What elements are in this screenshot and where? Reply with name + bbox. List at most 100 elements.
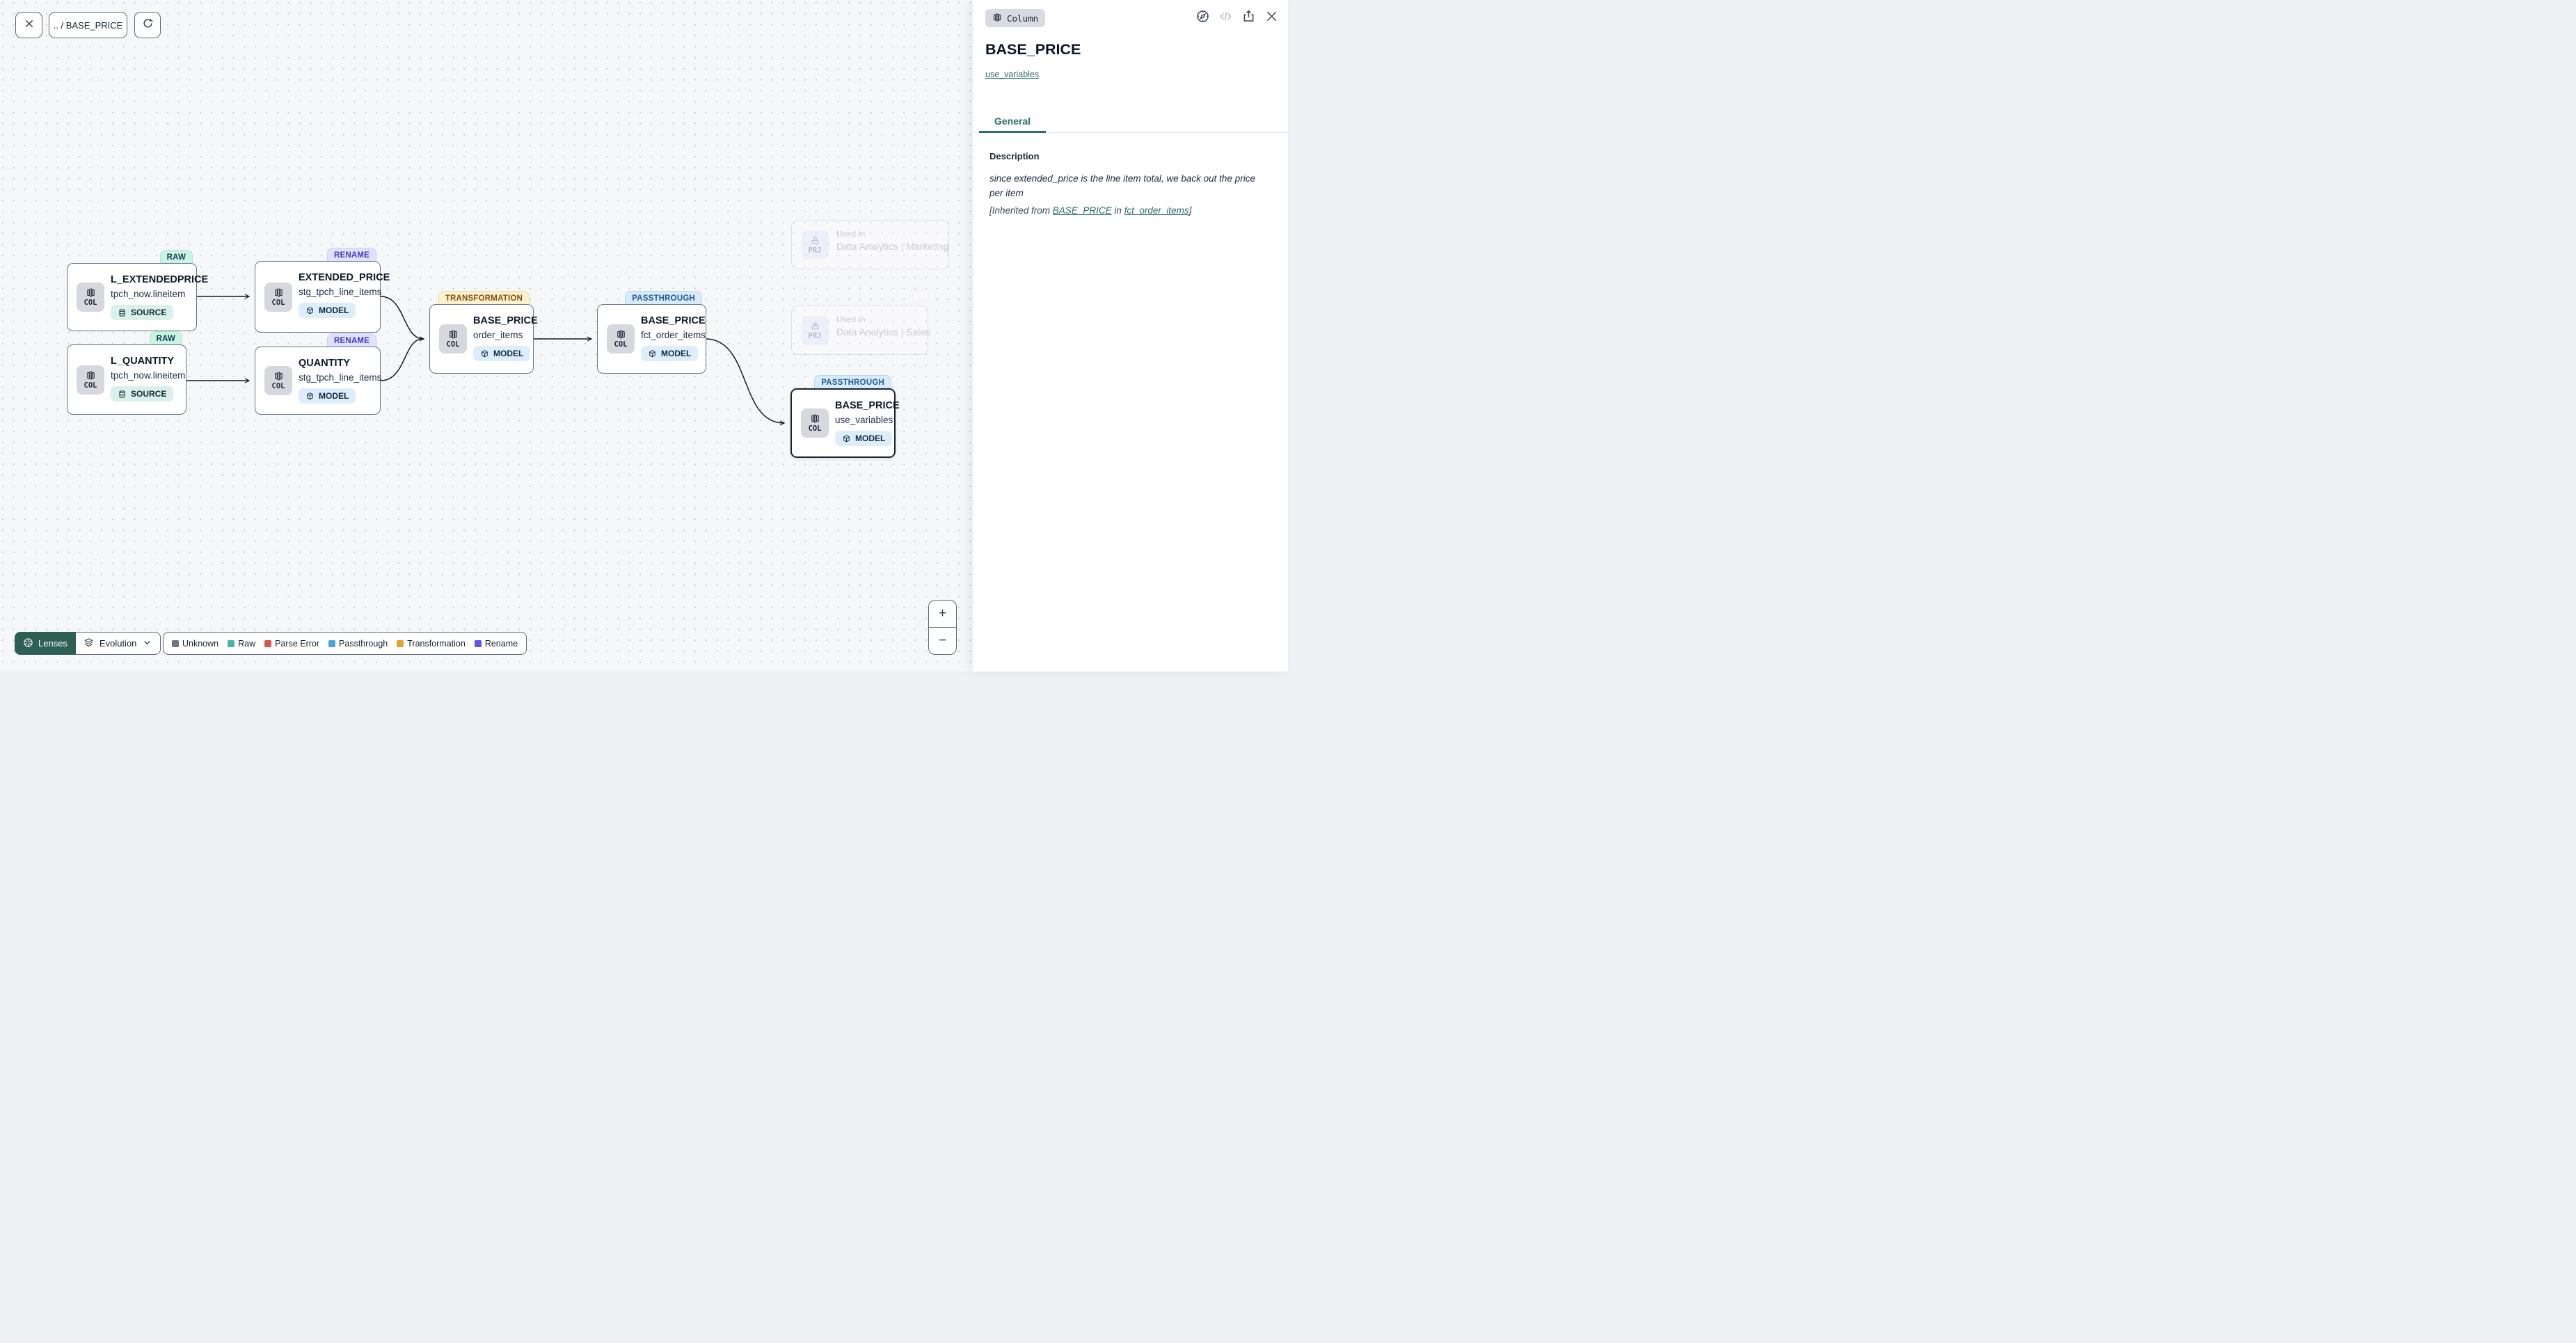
- zoom-in-button[interactable]: +: [938, 606, 947, 621]
- project-chip: PRJ: [801, 230, 829, 260]
- node-body: BASE_PRICE use_variables MODEL: [835, 390, 900, 447]
- node-type-label: MODEL: [319, 305, 349, 315]
- node-card[interactable]: COL L_EXTENDEDPRICE tpch_now.lineitem SOUR…: [67, 263, 209, 331]
- node-subtitle: order_items: [473, 330, 523, 340]
- breadcrumb[interactable]: .. / BASE_PRICE: [49, 12, 127, 38]
- legend-swatch: [328, 639, 336, 647]
- panel-tabs: General: [973, 111, 1288, 133]
- project-chip-label: PRJ: [808, 331, 822, 340]
- column-chip-label: COL: [271, 298, 285, 307]
- node-type-label: MODEL: [661, 349, 692, 358]
- close-lineage-button[interactable]: [15, 12, 42, 38]
- zoom-out-button[interactable]: −: [929, 627, 956, 654]
- node-subtitle: stg_tpch_line_items: [299, 372, 382, 383]
- close-panel-button[interactable]: [1264, 10, 1279, 26]
- legend-swatch: [172, 639, 179, 647]
- project-chip: PRJ: [801, 315, 829, 345]
- layers-icon: [84, 637, 94, 650]
- node-title: BASE_PRICE: [835, 400, 900, 411]
- entity-type-label: Column: [1007, 13, 1039, 24]
- details-panel: Column BASE_P: [973, 0, 1288, 672]
- legend-label: Raw: [238, 638, 256, 649]
- code-view-button[interactable]: [1218, 10, 1233, 26]
- column-chip-label: COL: [271, 382, 285, 390]
- inherited-note: [Inherited from BASE_PRICE in fct_order_…: [989, 205, 1271, 216]
- inherited-column-link[interactable]: BASE_PRICE: [1052, 205, 1112, 216]
- lenses-button[interactable]: Lenses: [15, 632, 76, 655]
- faded-badge: [912, 291, 929, 301]
- legend-label: Parse Error: [275, 638, 320, 649]
- chevron-down-icon: [142, 637, 152, 650]
- legend-item: Transformation: [397, 639, 466, 649]
- node-card[interactable]: COL L_QUANTITY tpch_now.lineitem SOURCE: [67, 344, 186, 415]
- legend-item: Unknown: [172, 639, 218, 649]
- column-chip-label: COL: [84, 299, 97, 307]
- breadcrumb-label: .. / BASE_PRICE: [53, 19, 123, 31]
- legend-label: Rename: [484, 638, 518, 649]
- page-title: BASE_PRICE: [985, 41, 1081, 58]
- node-title: L_QUANTITY: [111, 356, 175, 367]
- used-in-name: Data Analytics | Marketing: [836, 241, 949, 252]
- node-body: BASE_PRICE order_items MODEL: [473, 305, 538, 362]
- node-subtitle: stg_tpch_line_items: [299, 287, 382, 297]
- inherited-suffix: ]: [1188, 205, 1192, 216]
- node-subtitle: fct_order_items: [641, 330, 706, 340]
- node-type-label: MODEL: [493, 349, 524, 358]
- lens-selected-value: Evolution: [99, 638, 137, 649]
- node-body: L_EXTENDEDPRICE tpch_now.lineitem SOURCE: [111, 264, 209, 321]
- lenses-label: Lenses: [38, 638, 67, 649]
- node-title: L_EXTENDEDPRICE: [111, 274, 209, 285]
- node-type-label: SOURCE: [131, 308, 167, 317]
- column-chip-label: COL: [614, 340, 628, 349]
- node-type-chip: MODEL: [835, 431, 893, 446]
- lens-select[interactable]: Evolution: [75, 632, 161, 655]
- column-chip: COL: [77, 283, 104, 312]
- legend-swatch: [474, 639, 482, 647]
- node-subtitle: tpch_now.lineitem: [111, 289, 186, 299]
- node-title: QUANTITY: [299, 358, 351, 369]
- node-title: BASE_PRICE: [473, 315, 538, 326]
- inherited-model-link[interactable]: fct_order_items: [1124, 205, 1189, 216]
- column-chip: COL: [264, 366, 292, 395]
- edge: [380, 296, 424, 339]
- aperture-icon: [23, 637, 33, 650]
- node-card[interactable]: COL QUANTITY stg_tpch_line_items MODEL: [255, 347, 381, 415]
- node-subtitle: tpch_now.lineitem: [111, 370, 186, 381]
- column-chip: COL: [607, 324, 635, 353]
- explore-compass-button[interactable]: [1195, 10, 1210, 26]
- lenses-bar: Lenses Evolution: [15, 632, 161, 655]
- inherited-mid: in: [1111, 205, 1124, 216]
- close-icon: [1264, 9, 1279, 27]
- legend-item: Parse Error: [264, 639, 319, 649]
- node-type-chip: MODEL: [473, 346, 531, 361]
- node-type-chip: SOURCE: [111, 305, 174, 320]
- node-type-label: SOURCE: [131, 389, 167, 399]
- used-in-label: Used In: [836, 315, 866, 324]
- node-type-label: MODEL: [855, 434, 886, 443]
- column-chip: COL: [264, 282, 292, 312]
- node-type-label: MODEL: [319, 391, 349, 401]
- compass-icon: [1195, 9, 1210, 27]
- node-type-chip: MODEL: [299, 303, 356, 318]
- model-link[interactable]: use_variables: [985, 70, 1040, 79]
- tab-general[interactable]: General: [979, 111, 1046, 133]
- refresh-button[interactable]: [134, 12, 161, 38]
- share-button[interactable]: [1241, 10, 1256, 26]
- node-subtitle: use_variables: [835, 415, 893, 425]
- column-chip-label: COL: [84, 381, 97, 390]
